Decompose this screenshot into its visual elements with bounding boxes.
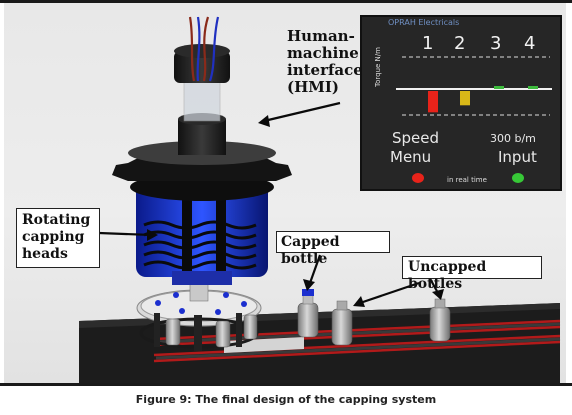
speed-label: Speed <box>392 129 440 147</box>
torque-bar <box>494 86 504 89</box>
label-line: capping <box>22 229 85 245</box>
hmi-label-line: machine <box>287 44 359 62</box>
torque-bargraph <box>396 56 552 116</box>
realtime-label: in real time <box>447 176 487 184</box>
uncapped-bottle-2 <box>429 298 451 342</box>
uncapped-bottle-1 <box>331 300 353 346</box>
hmi-brand: OPRAH Electricals <box>388 18 460 27</box>
rotating-capping-heads-label: Rotating capping heads <box>16 208 100 268</box>
label-line: Rotating <box>22 212 91 228</box>
label-line: heads <box>22 246 68 262</box>
torque-bar <box>460 91 470 106</box>
input-button[interactable]: Input <box>498 148 537 166</box>
red-indicator-lamp[interactable] <box>412 173 424 183</box>
capped-bottle-label: Capped bottle <box>276 231 390 267</box>
drive-column <box>112 16 292 181</box>
green-indicator-lamp[interactable] <box>512 173 524 183</box>
hmi-panel: OPRAH Electricals 1 2 3 4 Torque N/m Spe… <box>360 15 562 191</box>
figure-frame: Human- machine interface (HMI) OPRAH Ele… <box>0 0 572 386</box>
channel-number: 2 <box>454 33 466 54</box>
menu-button[interactable]: Menu <box>390 148 432 166</box>
channel-number: 3 <box>490 33 502 54</box>
hmi-label-line: (HMI) <box>287 78 339 96</box>
hmi-label: Human- machine interface (HMI) <box>287 28 363 96</box>
machine-illustration <box>79 16 561 383</box>
torque-bar <box>428 91 438 113</box>
channel-number: 1 <box>422 33 434 54</box>
channel-number: 4 <box>524 33 536 54</box>
rotary-table <box>136 282 262 351</box>
speed-value: 300 b/m <box>490 132 536 145</box>
hmi-label-line: interface <box>287 61 363 79</box>
hmi-label-line: Human- <box>287 27 355 45</box>
capping-system-render: Human- machine interface (HMI) OPRAH Ele… <box>4 3 566 383</box>
capping-head-assembly <box>130 173 274 285</box>
figure-caption: Figure 9: The final design of the cappin… <box>135 393 437 406</box>
torque-bar <box>528 86 538 89</box>
capped-bottle <box>297 289 319 338</box>
annotation-arrows <box>98 101 444 307</box>
uncapped-bottles-label: Uncapped bottles <box>402 256 542 292</box>
